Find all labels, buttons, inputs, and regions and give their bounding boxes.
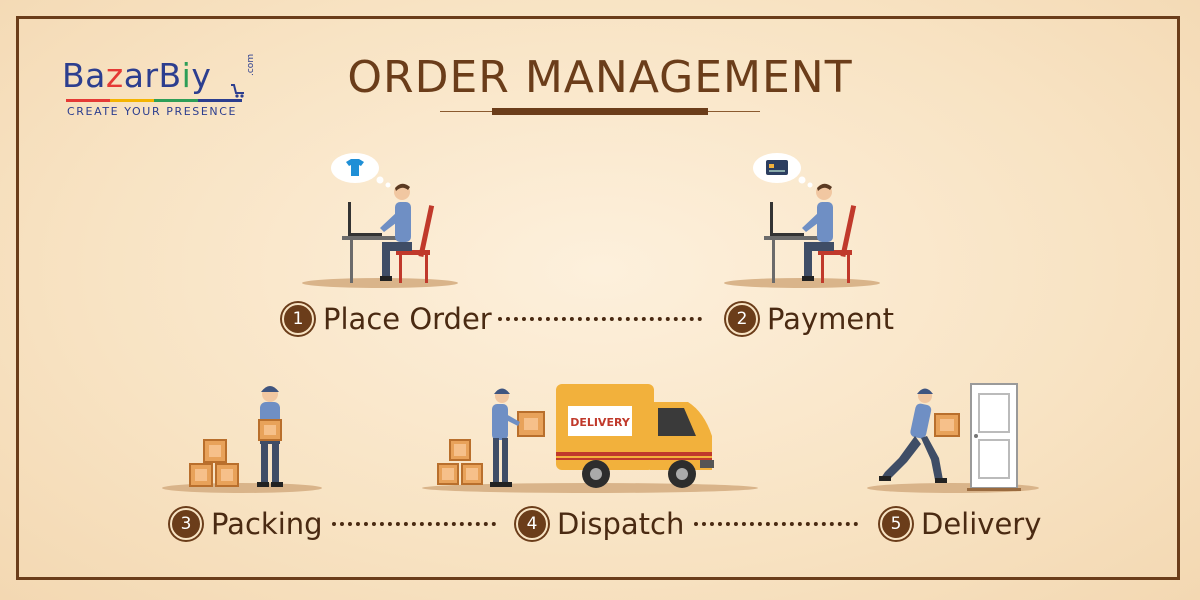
step-number-badge: 3 <box>170 508 202 540</box>
brand-letter: r <box>144 56 159 95</box>
border-frame <box>16 16 1180 580</box>
brand-letter: a <box>85 56 106 95</box>
page-title: ORDER MANAGEMENT <box>347 52 853 103</box>
step-label: Payment <box>767 302 894 336</box>
connector-dots <box>498 317 702 321</box>
step-number-badge: 2 <box>726 303 758 335</box>
step-delivery: 5 Delivery <box>880 506 1041 542</box>
step-number-badge: 5 <box>880 508 912 540</box>
customer-ordering-illustration <box>302 153 458 288</box>
brand-wordmark: BazarBiy <box>62 56 211 95</box>
connector-dots <box>332 522 496 526</box>
delivery-person-illustration <box>867 383 1039 493</box>
brand-letter: B <box>158 56 182 95</box>
step-place-order: 1 Place Order <box>282 301 492 337</box>
van-sign-text: DELIVERY <box>570 416 631 429</box>
step-label: Dispatch <box>557 507 685 541</box>
cart-icon <box>231 84 244 98</box>
title-underline <box>492 108 708 115</box>
brand-letter: y <box>191 56 212 95</box>
dispatch-van-illustration: DELIVERY <box>422 384 758 493</box>
brand-letter: i <box>181 56 192 95</box>
brand-logo: BazarBiy .com CREATE YOUR PRESENCE <box>62 53 262 126</box>
step-packing: 3 Packing <box>170 506 323 542</box>
packing-worker-illustration <box>162 386 322 493</box>
brand-letter: a <box>123 56 145 95</box>
step-payment: 2 Payment <box>726 301 894 337</box>
step-number-badge: 4 <box>516 508 548 540</box>
brand-letter: B <box>62 56 86 95</box>
step-dispatch: 4 Dispatch <box>516 506 684 542</box>
brand-tagline: CREATE YOUR PRESENCE <box>67 105 238 118</box>
step-label: Packing <box>211 507 323 541</box>
connector-dots <box>694 522 858 526</box>
brand-letter: z <box>105 56 124 95</box>
step-label: Delivery <box>921 507 1042 541</box>
brand-underline <box>66 99 242 102</box>
customer-paying-illustration <box>724 153 880 288</box>
step-number-badge: 1 <box>282 303 314 335</box>
step-label: Place Order <box>323 302 492 336</box>
brand-tld: .com <box>246 53 256 76</box>
tshirt-icon <box>346 159 364 176</box>
